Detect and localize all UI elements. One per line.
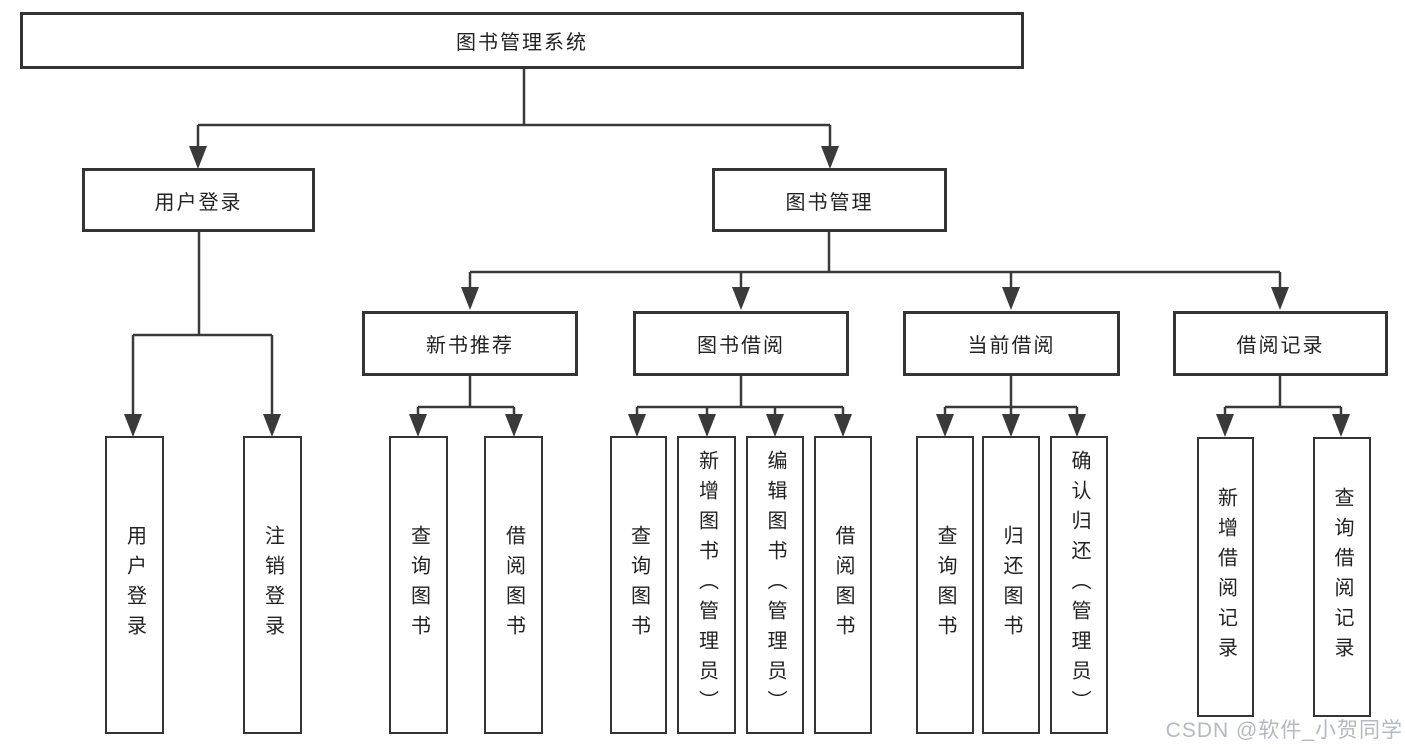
leaf-query-borrow-record: 查询借阅记录 bbox=[1313, 437, 1371, 717]
node-user-login: 用户登录 bbox=[82, 168, 315, 232]
leaf-query-books-borrowing: 查询图书 bbox=[610, 436, 667, 734]
node-library-system: 图书管理系统 bbox=[20, 12, 1024, 69]
node-borrowing-records: 借阅记录 bbox=[1173, 311, 1388, 376]
leaf-query-books-recommend: 查询图书 bbox=[389, 436, 448, 734]
leaf-edit-book-admin: 编辑图书（管理员） bbox=[746, 436, 804, 734]
leaf-borrow-books: 借阅图书 bbox=[814, 436, 872, 734]
leaf-add-book-admin: 新增图书（管理员） bbox=[677, 436, 736, 734]
arrow-down-icons bbox=[124, 146, 1350, 437]
leaf-query-books-current: 查询图书 bbox=[916, 436, 974, 734]
node-book-management: 图书管理 bbox=[712, 168, 947, 232]
leaf-return-books: 归还图书 bbox=[982, 436, 1040, 734]
leaf-logout: 注销登录 bbox=[243, 436, 302, 734]
leaf-borrow-books-recommend: 借阅图书 bbox=[484, 436, 543, 734]
node-book-borrowing: 图书借阅 bbox=[633, 311, 849, 376]
leaf-confirm-return-admin: 确认归还（管理员） bbox=[1050, 436, 1108, 734]
csdn-watermark: CSDN @软件_小贺同学 bbox=[1165, 719, 1403, 742]
leaf-add-borrow-record: 新增借阅记录 bbox=[1197, 437, 1254, 717]
node-new-book-recommend: 新书推荐 bbox=[362, 311, 578, 376]
leaf-user-login: 用户登录 bbox=[105, 436, 164, 734]
connector-lines bbox=[131, 69, 1343, 416]
node-current-borrowing: 当前借阅 bbox=[903, 311, 1120, 376]
